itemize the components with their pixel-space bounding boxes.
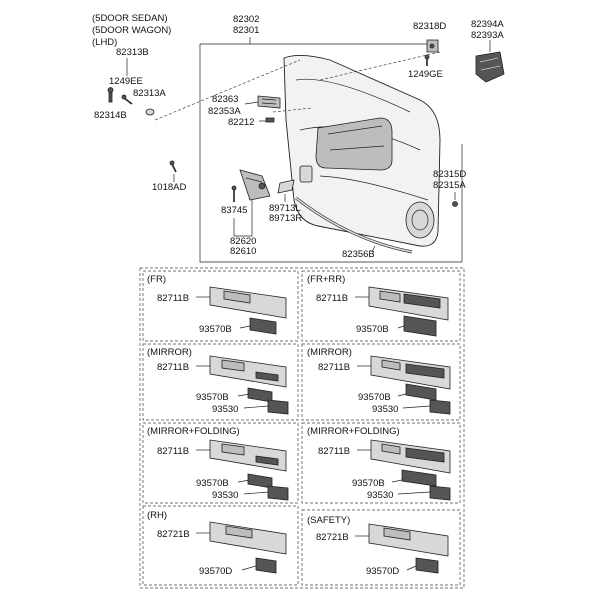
- mirror-switch-label: 93530: [212, 404, 238, 415]
- variant-title: (MIRROR): [147, 347, 192, 358]
- label-82313a: 82313A: [133, 88, 166, 99]
- label-82620: 82620: [230, 236, 256, 247]
- variant-box-safety: (SAFETY) 82721B 93570D: [301, 509, 461, 586]
- switch-panel-icon: [209, 439, 287, 472]
- cover-82394a-icon: [475, 51, 505, 83]
- mirror-folding-switch-icon: [429, 485, 451, 501]
- mirror-folding-switch-icon: [267, 485, 289, 501]
- guide-82363: [272, 107, 313, 113]
- variant-lhd: (LHD): [92, 37, 117, 48]
- variant-box-mirror-right: (MIRROR) 82711B 93570B 93530: [301, 343, 461, 421]
- switch-label: 82721B: [157, 529, 190, 540]
- variant-title: (MIRROR+FOLDING): [147, 426, 240, 437]
- window-button-icon: [415, 557, 439, 574]
- window-button-icon: [255, 557, 277, 574]
- label-82314b: 82314B: [94, 110, 127, 121]
- switch-label: 82711B: [157, 446, 189, 457]
- button-label: 93570B: [356, 324, 389, 335]
- mirror-switch-label: 93530: [212, 490, 238, 501]
- button-label: 93570B: [196, 392, 229, 403]
- label-82393a: 82393A: [471, 30, 504, 41]
- variant-title: (MIRROR+FOLDING): [307, 426, 400, 437]
- label-1249ge: 1249GE: [408, 69, 443, 80]
- guide-82313: [154, 59, 301, 121]
- variant-box-fr: (FR) 82711B 93570B: [142, 270, 299, 342]
- button-label: 93570B: [358, 392, 391, 403]
- mirror-switch-icon: [267, 399, 289, 415]
- label-82315a: 82315A: [433, 180, 466, 191]
- switch-label: 82711B: [316, 293, 348, 304]
- grid-outer: [139, 267, 465, 589]
- variant-box-mirror-folding-left: (MIRROR+FOLDING) 82711B 93570B 93530: [142, 422, 299, 504]
- label-82212: 82212: [228, 117, 254, 128]
- variant-title: (MIRROR): [307, 347, 352, 358]
- switch-panel-icon: [209, 521, 287, 555]
- screw-1018ad-icon: [169, 160, 177, 173]
- guide-82318d: [319, 51, 441, 81]
- variant-title: (FR): [147, 274, 166, 285]
- label-82394a: 82394A: [471, 19, 504, 30]
- mirror-switch-label: 93530: [372, 404, 398, 415]
- variant-title: (SAFETY): [307, 515, 350, 526]
- variant-title: (FR+RR): [307, 274, 345, 285]
- label-82356b: 82356B: [342, 249, 375, 260]
- switch-label: 82711B: [157, 293, 189, 304]
- label-1018ad: 1018AD: [152, 182, 186, 193]
- clip-82314b-icon: [107, 87, 114, 103]
- clip-82315-icon: [452, 192, 458, 207]
- bracket-82318d-icon: [426, 39, 439, 53]
- variant-sedan: (5DOOR SEDAN): [92, 13, 167, 24]
- leader-82356b: [371, 245, 376, 253]
- mirror-switch-icon: [429, 399, 451, 415]
- button-label: 93570B: [196, 478, 229, 489]
- frame-outline: [199, 44, 463, 263]
- label-82301: 82301: [233, 25, 259, 36]
- label-82318d: 82318D: [413, 21, 446, 32]
- switch-panel-icon: [209, 355, 287, 388]
- door-trim-panel: [283, 55, 441, 247]
- switch-label: 82721B: [316, 532, 349, 543]
- variant-box-rh: (RH) 82721B 93570D: [142, 505, 299, 586]
- label-82610: 82610: [230, 246, 256, 257]
- variant-title: (RH): [147, 510, 167, 521]
- button-label: 93570B: [352, 478, 385, 489]
- variant-box-fr-rr: (FR+RR) 82711B 93570B: [301, 270, 461, 342]
- window-button-icon: [401, 469, 437, 487]
- button-label: 93570D: [366, 566, 399, 577]
- screw-icon: [121, 94, 133, 105]
- clip-82212-icon: [265, 117, 275, 123]
- label-89713r: 89713R: [269, 213, 302, 224]
- label-1249ee: 1249EE: [109, 76, 143, 87]
- button-label: 93570D: [199, 566, 232, 577]
- variant-box-mirror-left: (MIRROR) 82711B 93570B 93530: [142, 343, 299, 421]
- mirror-switch-label: 93530: [367, 490, 393, 501]
- clip-83745-icon: [231, 185, 237, 202]
- label-82315d: 82315D: [433, 169, 466, 180]
- switch-label: 82711B: [157, 362, 189, 373]
- cover-89713-icon: [277, 179, 295, 194]
- label-82302: 82302: [233, 14, 259, 25]
- clip-82313a-icon: [145, 108, 155, 116]
- label-83745: 83745: [221, 205, 247, 216]
- switch-label: 82711B: [318, 446, 350, 457]
- switch-bezel-82363-icon: [257, 95, 281, 109]
- label-82313b: 82313B: [116, 47, 149, 58]
- variant-wagon: (5DOOR WAGON): [92, 25, 171, 36]
- switch-label: 82711B: [318, 362, 350, 373]
- label-82353a: 82353A: [208, 106, 241, 117]
- window-button-icon: [403, 315, 437, 337]
- window-button-icon: [405, 383, 437, 401]
- inside-handle-82620-icon: [239, 169, 271, 201]
- window-button-icon: [249, 317, 277, 335]
- variant-box-mirror-folding-right: (MIRROR+FOLDING) 82711B 93570B 93530: [301, 422, 461, 504]
- label-89713l: 89713L: [269, 203, 301, 214]
- button-label: 93570B: [199, 324, 232, 335]
- screw-1249ge-icon: [424, 54, 430, 66]
- label-82363: 82363: [212, 94, 238, 105]
- switch-variants-grid: (FR) 82711B 93570B (FR+RR) 82711B 93570B: [139, 267, 465, 589]
